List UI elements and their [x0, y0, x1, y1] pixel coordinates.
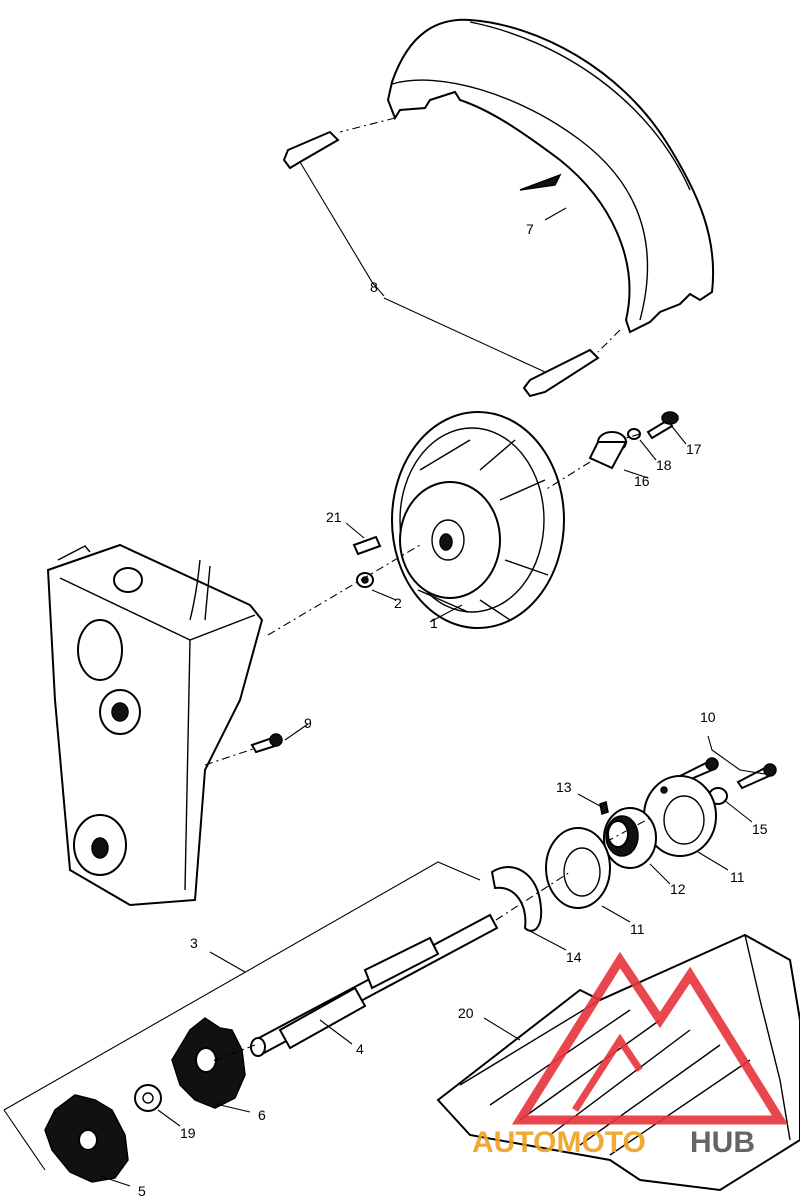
callout-14: 14: [566, 949, 582, 965]
driven-pulley-part-1: [391, 411, 565, 629]
drive-axle-part-4: [250, 913, 499, 1057]
callout-16: 16: [634, 473, 650, 489]
seal-part-14: [490, 866, 543, 932]
callout-3: 3: [190, 935, 198, 951]
sprocket-part-6: [171, 1017, 246, 1109]
callout-15: 15: [752, 821, 768, 837]
callout-12: 12: [670, 881, 686, 897]
washer-part-2: [356, 572, 374, 588]
key-part-21: [352, 535, 382, 556]
callout-9: 9: [304, 715, 312, 731]
callout-1: 1: [430, 615, 438, 631]
callout-5: 5: [138, 1183, 146, 1199]
watermark-text-automoto: AUTOMOTO: [472, 1126, 646, 1159]
retaining-clip-part-8: [282, 130, 600, 398]
sprocket-part-5: [44, 1094, 129, 1183]
callout-11-inner: 11: [630, 921, 645, 937]
automotohub-watermark: AUTOMOTO HUB: [472, 951, 789, 1159]
callout-4: 4: [356, 1041, 364, 1057]
belt-guard-part-7: [386, 18, 715, 334]
bolt-part-17: [646, 411, 679, 440]
callout-18: 18: [656, 457, 672, 473]
callout-21: 21: [326, 509, 342, 525]
bearing-flange-part-11-outer: [643, 775, 717, 857]
bearing-part-12: [603, 807, 657, 869]
bearing-flange-part-11-inner: [545, 827, 611, 909]
assembly-center-lines: [204, 117, 651, 1063]
callout-17: 17: [686, 441, 702, 457]
callout-7: 7: [526, 221, 534, 237]
callout-2: 2: [394, 595, 402, 611]
chaincase-housing: [46, 543, 264, 907]
set-screw-part-13: [599, 801, 609, 815]
callout-6: 6: [258, 1107, 266, 1123]
callout-13: 13: [556, 779, 572, 795]
washer-part-19: [134, 1084, 162, 1112]
callout-10: 10: [700, 709, 716, 725]
bolt-part-9: [250, 733, 283, 754]
callout-leaders: [3, 161, 766, 1187]
watermark-logo-icon: [511, 951, 789, 1125]
watermark-text-hub: HUB: [690, 1126, 755, 1159]
callout-20: 20: [458, 1005, 474, 1021]
bushing-part-16: [588, 431, 628, 470]
callout-8: 8: [370, 279, 378, 295]
watermark-logo-inner-icon: [572, 1033, 643, 1112]
callout-11-outer: 11: [730, 869, 745, 885]
callout-19: 19: [180, 1125, 196, 1141]
